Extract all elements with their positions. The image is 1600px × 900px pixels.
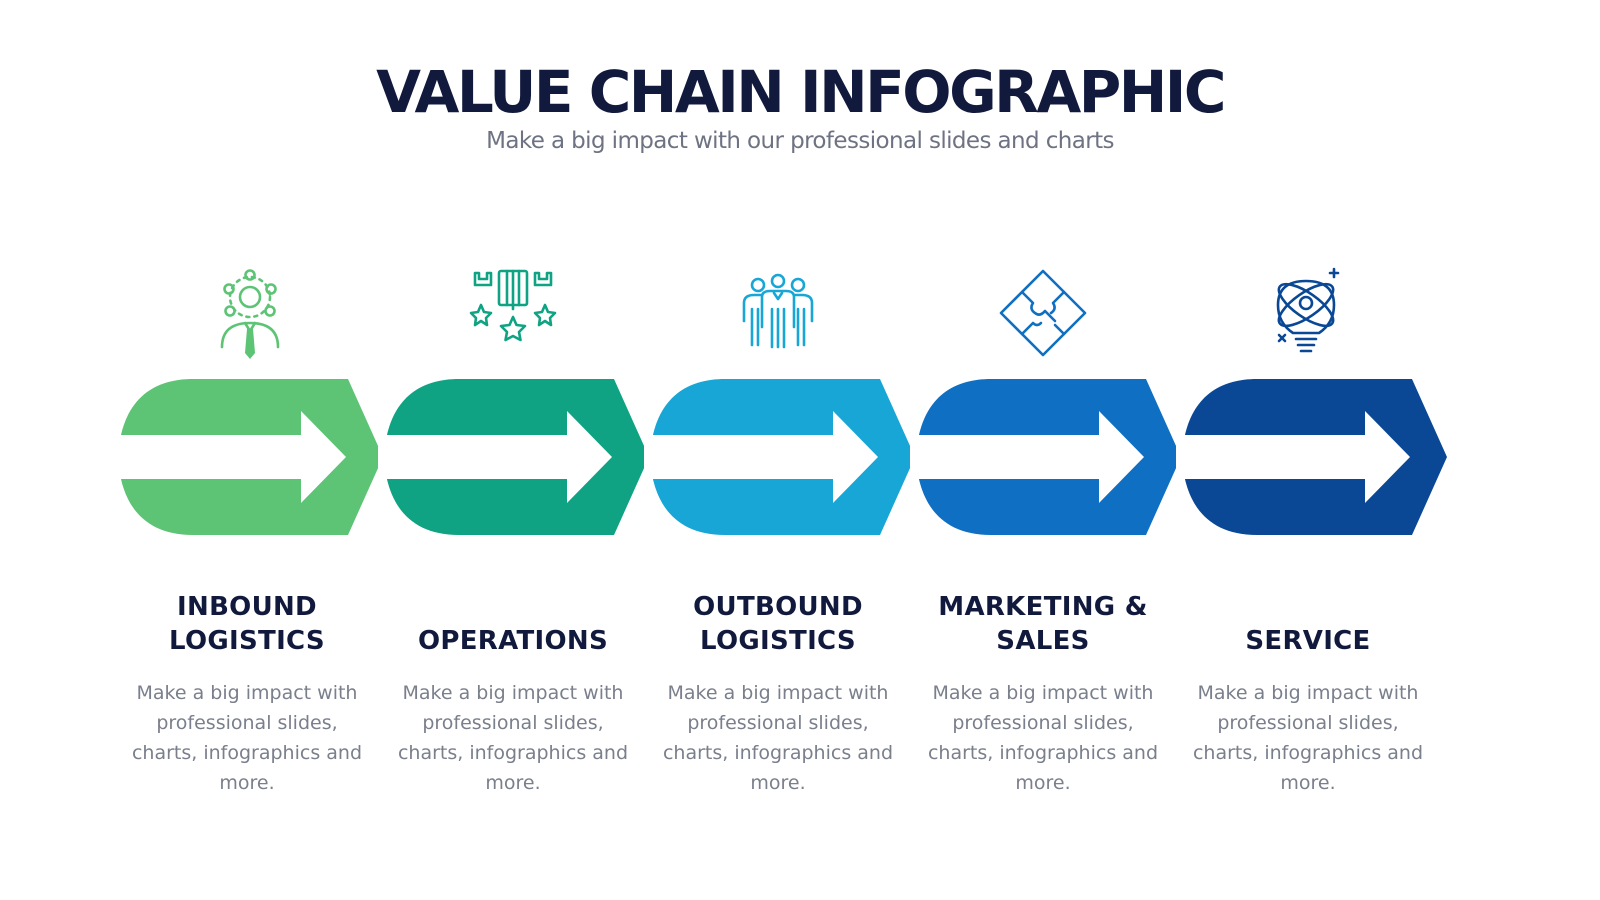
page-subtitle: Make a big impact with our professional … <box>486 128 1114 154</box>
arrow-icon <box>1176 411 1410 503</box>
step-description: Make a big impact with professional slid… <box>131 682 363 794</box>
step-description: Make a big impact with professional slid… <box>1192 682 1424 794</box>
step-title: MARKETING & SALES <box>938 592 1148 656</box>
step-title: INBOUND LOGISTICS <box>169 592 325 656</box>
arrow-icon <box>112 411 346 503</box>
step-description: Make a big impact with professional slid… <box>662 682 894 794</box>
team-group-icon <box>742 273 814 349</box>
step-title: OPERATIONS <box>417 626 609 656</box>
page-title: VALUE CHAIN INFOGRAPHIC <box>376 58 1226 126</box>
network-manager-icon <box>220 269 280 359</box>
step-description: Make a big impact with professional slid… <box>927 682 1159 794</box>
team-stars-icon <box>469 269 557 342</box>
puzzle-icon <box>999 269 1087 357</box>
arrow-icon <box>644 411 878 503</box>
step-title: SERVICE <box>1245 626 1371 656</box>
value-chain <box>112 379 1447 535</box>
idea-bulb-icon <box>1276 267 1340 353</box>
step-title: OUTBOUND LOGISTICS <box>693 592 863 656</box>
step-description: Make a big impact with professional slid… <box>397 682 629 794</box>
arrow-icon <box>378 411 612 503</box>
arrow-icon <box>910 411 1144 503</box>
